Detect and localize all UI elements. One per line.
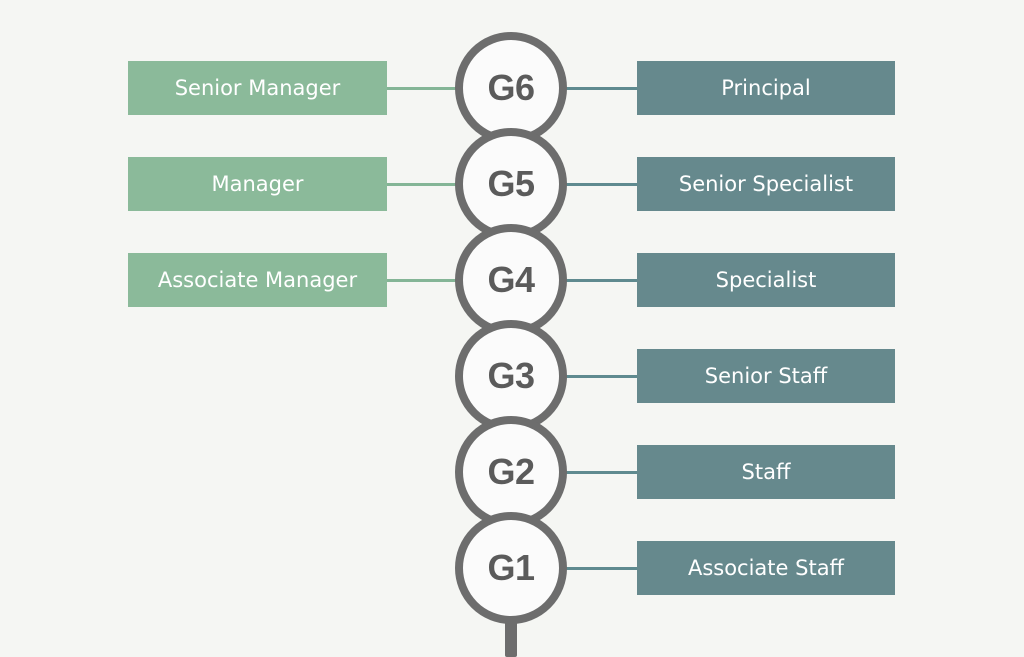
specialist-track-g1-label: Associate Staff bbox=[687, 556, 845, 580]
manager-track-g5-label: Manager bbox=[211, 172, 304, 196]
specialist-track-g6-box: Principal bbox=[637, 61, 895, 115]
grade-g1-label: G1 bbox=[487, 547, 535, 588]
manager-track-g5-box: Manager bbox=[128, 157, 387, 211]
specialist-track-g4-box: Specialist bbox=[637, 253, 895, 307]
grade-g3-label: G3 bbox=[487, 355, 535, 396]
grade-g3-circle: G3 bbox=[455, 320, 567, 432]
connector-g6-right bbox=[565, 87, 637, 90]
specialist-track-g5-box: Senior Specialist bbox=[637, 157, 895, 211]
grade-g2-label: G2 bbox=[487, 451, 535, 492]
specialist-track-g3-label: Senior Staff bbox=[704, 364, 828, 388]
grade-g4-label: G4 bbox=[487, 259, 535, 300]
grade-g5-label: G5 bbox=[487, 163, 535, 204]
specialist-track-g3-box: Senior Staff bbox=[637, 349, 895, 403]
manager-track-g4-box: Associate Manager bbox=[128, 253, 387, 307]
connector-g5-right bbox=[565, 183, 637, 186]
connector-g2-right bbox=[565, 471, 637, 474]
connector-g1-right bbox=[565, 567, 637, 570]
grade-g1-circle: G1 bbox=[455, 512, 567, 624]
manager-track-g6-label: Senior Manager bbox=[174, 76, 341, 100]
specialist-track-g5-label: Senior Specialist bbox=[678, 172, 854, 196]
connector-g3-right bbox=[565, 375, 637, 378]
specialist-track-g6-label: Principal bbox=[721, 76, 811, 100]
connector-g5-left bbox=[387, 183, 459, 186]
specialist-track-g4-label: Specialist bbox=[715, 268, 817, 292]
manager-track-g4-label: Associate Manager bbox=[157, 268, 358, 292]
specialist-track-g2-label: Staff bbox=[741, 460, 791, 484]
connector-g4-right bbox=[565, 279, 637, 282]
specialist-track-g1-box: Associate Staff bbox=[637, 541, 895, 595]
grade-g6-label: G6 bbox=[487, 67, 535, 108]
connector-g4-left bbox=[387, 279, 459, 282]
connector-g6-left bbox=[387, 87, 459, 90]
manager-track-g6-box: Senior Manager bbox=[128, 61, 387, 115]
specialist-track-g2-box: Staff bbox=[637, 445, 895, 499]
